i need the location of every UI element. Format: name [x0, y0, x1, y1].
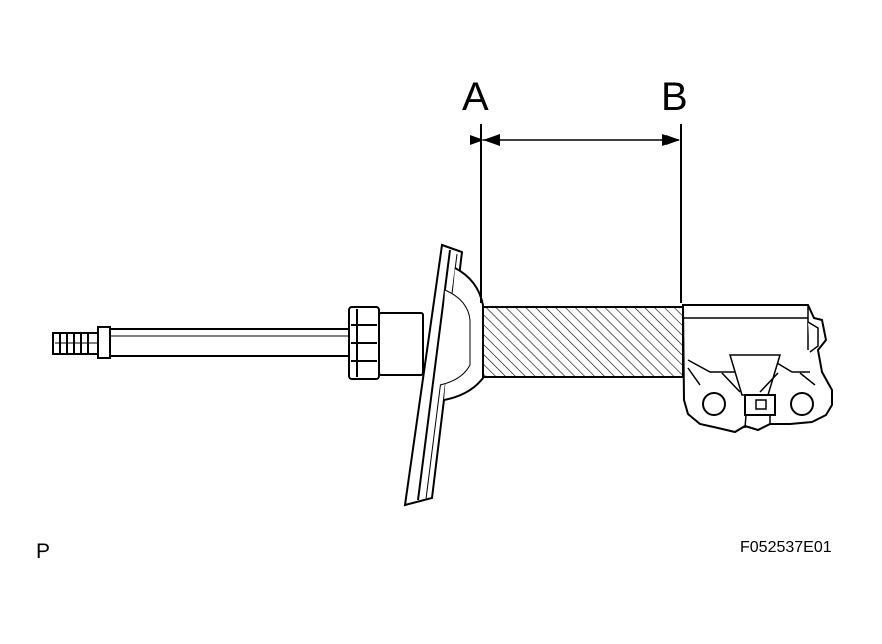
knuckle-bracket [681, 304, 833, 434]
rod-thread-tip [52, 332, 101, 355]
spring-seat [403, 243, 484, 507]
upper-mount-nut [348, 306, 424, 380]
label-figure-code: F052537E01 [740, 539, 832, 556]
arrowhead-left [483, 134, 500, 146]
label-corner-letter: P [36, 540, 50, 563]
label-b: B [661, 75, 688, 119]
shock-body [482, 306, 684, 378]
dimension-lines [470, 124, 682, 303]
piston-rod [97, 326, 353, 359]
arrowhead-right [662, 134, 679, 146]
label-a: A [462, 75, 489, 119]
